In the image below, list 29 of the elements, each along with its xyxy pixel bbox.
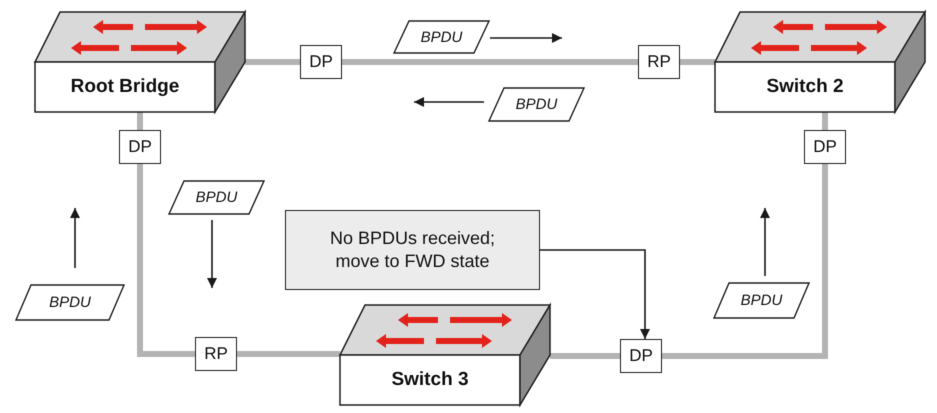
bpdu-label: BPDU xyxy=(420,28,464,48)
switch-label: Switch 3 xyxy=(390,368,470,392)
bpdu-label: BPDU xyxy=(194,188,238,208)
arrow xyxy=(540,249,650,339)
switch-label: Switch 2 xyxy=(765,75,845,99)
bpdu-label: BPDU xyxy=(514,95,558,115)
port-label: RP xyxy=(195,337,237,371)
network-link xyxy=(137,112,143,130)
bpdu-frame xyxy=(15,284,125,321)
bpdu-frame xyxy=(713,282,810,319)
network-link xyxy=(680,59,715,65)
network-link xyxy=(822,112,828,130)
port-label: DP xyxy=(300,45,342,79)
port-label: RP xyxy=(638,45,680,79)
network-link xyxy=(245,59,300,65)
network-link xyxy=(237,351,340,357)
note-box: No BPDUs received; move to FWD state xyxy=(285,210,540,290)
bpdu-frame xyxy=(488,87,585,122)
port-label: DP xyxy=(804,130,846,164)
bpdu-frame xyxy=(393,20,490,54)
network-link xyxy=(137,164,195,357)
port-label: DP xyxy=(119,130,161,164)
bpdu-frame xyxy=(168,180,265,215)
bpdu-label: BPDU xyxy=(48,293,92,313)
switch-label: Root Bridge xyxy=(70,75,180,99)
bpdu-label: BPDU xyxy=(740,291,784,311)
network-link xyxy=(662,164,828,359)
port-label: DP xyxy=(620,339,662,373)
network-link xyxy=(342,59,638,65)
